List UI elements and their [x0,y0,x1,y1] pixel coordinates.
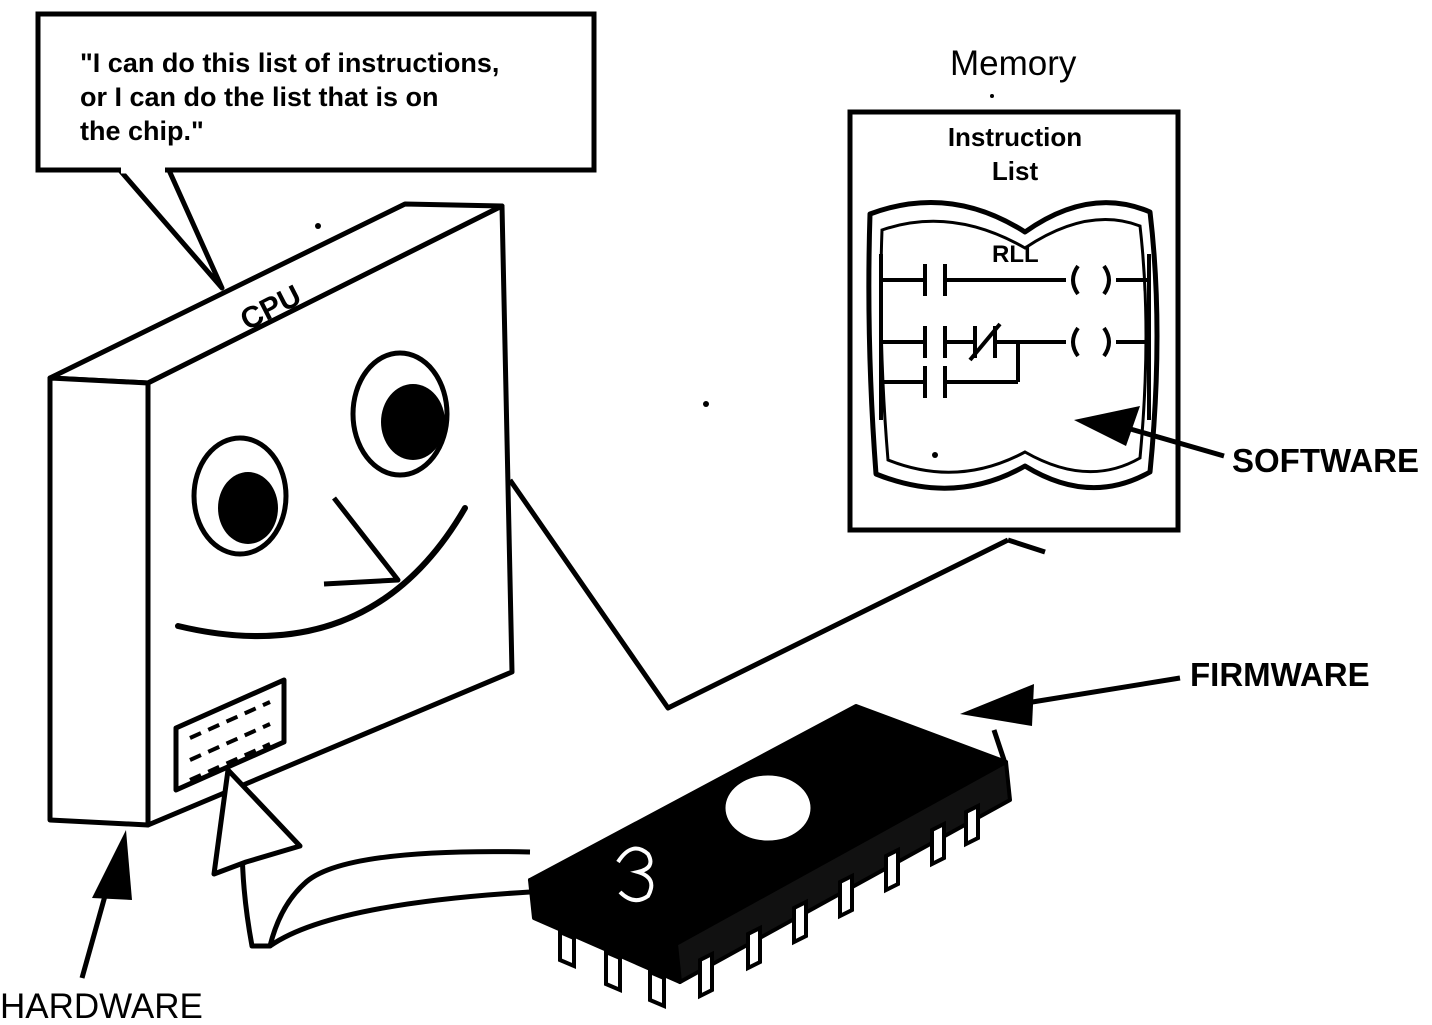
instruction-list-title-line-2: List [992,156,1039,186]
cpu-box: CPU [47,201,515,828]
cpu-side-face [47,375,151,828]
ladder-label: RLL [992,241,1039,268]
eprom-chip [528,704,1012,1010]
speech-bubble: "I can do this list of instructions, or … [35,11,597,291]
speech-line-3: the chip." [80,116,204,146]
software-label: SOFTWARE [1232,442,1419,479]
eprom-window [722,772,814,844]
chip-to-cpu-arrow [211,767,531,949]
speech-bubble-box [35,11,597,173]
speech-line-1: "I can do this list of instructions, [80,48,499,78]
memory-block: Memory Instruction List [847,44,1181,533]
cpu-chip-socket [173,677,287,793]
cpu-mouth [175,505,468,639]
firmware-callout: FIRMWARE [960,656,1370,726]
firmware-label: FIRMWARE [1190,656,1370,693]
hardware-label: HARDWARE [0,987,203,1025]
cpu-nose [323,496,401,587]
ladder-diagram [879,254,1151,420]
cpu-right-eye [350,350,450,478]
firmware-arrowhead [960,684,1034,726]
instruction-sheet [866,199,1160,491]
software-callout: SOFTWARE [1074,406,1419,479]
memory-title: Memory [950,44,1077,83]
software-arrowhead [1074,406,1140,446]
connection-lines [507,478,1046,711]
eprom-logo [616,846,654,903]
speech-bubble-tail [115,165,225,291]
chip-to-cpu-arrowhead [211,767,303,877]
speech-line-2: or I can do the list that is on [80,82,439,112]
hardware-callout: HARDWARE [0,830,203,1025]
instruction-list-title-line-1: Instruction [948,122,1082,152]
cpu-left-eye [191,435,289,557]
hardware-arrowhead [92,830,132,900]
